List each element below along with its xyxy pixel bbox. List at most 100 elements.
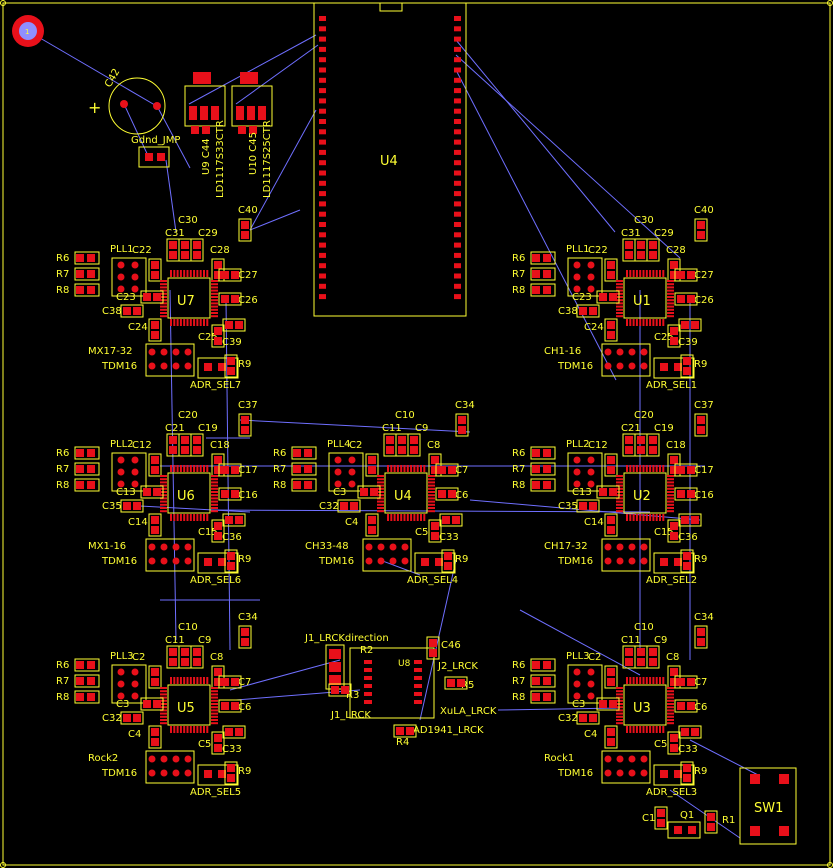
pad — [428, 475, 435, 477]
pad — [628, 755, 636, 763]
pad — [632, 514, 635, 521]
pad — [160, 481, 167, 484]
cap — [646, 433, 660, 457]
pad — [674, 558, 682, 566]
pad — [667, 315, 674, 318]
pad — [160, 510, 167, 513]
cb-label: XuLA_LRCK — [440, 706, 497, 717]
pad — [616, 687, 623, 689]
pad — [319, 139, 326, 145]
pad — [626, 465, 628, 472]
pad — [157, 153, 165, 161]
polarity-mark: + — [88, 98, 101, 117]
pad — [196, 726, 199, 733]
cap-label: C29 — [654, 228, 674, 239]
cap-label: C27 — [238, 270, 258, 281]
pad — [532, 465, 540, 473]
cap — [667, 324, 681, 348]
pad — [639, 465, 642, 472]
tdm-label: TDM16 — [101, 768, 137, 779]
pad — [398, 446, 406, 454]
pad — [428, 507, 435, 509]
res-outline — [74, 446, 100, 460]
cap — [667, 731, 681, 755]
ratsnest-line — [455, 39, 616, 233]
pad — [211, 722, 218, 725]
pad — [206, 514, 209, 521]
pad — [587, 456, 595, 464]
chip-outline — [623, 472, 667, 514]
pad — [655, 677, 658, 684]
pad — [454, 98, 461, 104]
pad — [131, 273, 139, 281]
pad — [573, 680, 581, 688]
res-label: R6 — [56, 660, 69, 671]
pad — [204, 363, 212, 371]
pad — [211, 478, 218, 481]
pad — [607, 738, 615, 746]
pad — [649, 241, 657, 249]
pad — [652, 677, 655, 684]
pad — [172, 362, 180, 370]
pad — [218, 770, 226, 778]
pad — [172, 769, 180, 777]
pad — [183, 677, 186, 684]
pad — [319, 77, 326, 83]
pad — [189, 319, 192, 326]
cap-label: C19 — [198, 423, 218, 434]
pad — [454, 108, 461, 114]
pad — [247, 106, 255, 120]
pad — [117, 273, 125, 281]
pad — [421, 558, 429, 566]
pad — [151, 466, 159, 474]
pll-outline — [111, 664, 147, 704]
cap-label: C39 — [678, 337, 698, 348]
tdm-header-outline — [145, 343, 195, 377]
pad — [319, 191, 326, 197]
pad — [199, 514, 202, 521]
cap — [680, 761, 694, 785]
pad — [151, 668, 159, 676]
cap — [604, 665, 618, 689]
cap — [218, 699, 242, 713]
ratsnest-line — [249, 209, 301, 231]
pad — [655, 270, 658, 277]
pad — [435, 558, 443, 566]
adr-header-outline — [653, 357, 695, 379]
cap-label: C26 — [694, 295, 714, 306]
pad — [151, 738, 159, 746]
cap-label: C35 — [102, 501, 122, 512]
pad — [645, 514, 648, 521]
pad — [649, 270, 652, 277]
pad — [319, 283, 326, 289]
tdm-header-outline — [601, 343, 651, 377]
pad — [319, 294, 326, 300]
pad — [131, 468, 139, 476]
pad — [293, 449, 301, 457]
pad — [319, 67, 326, 73]
pad — [677, 295, 685, 303]
pad — [169, 658, 177, 666]
pad — [76, 270, 84, 278]
cap — [441, 549, 455, 573]
pad — [637, 658, 645, 666]
pad — [319, 108, 326, 114]
pad — [196, 677, 199, 684]
pad — [211, 494, 218, 497]
pad — [169, 251, 177, 259]
pad — [573, 468, 581, 476]
pad — [143, 488, 151, 496]
pad — [319, 16, 326, 21]
pad — [181, 241, 189, 249]
channel-label: CH1-16 — [544, 346, 581, 357]
cap — [667, 519, 681, 543]
pad — [642, 514, 645, 521]
cap — [218, 675, 242, 689]
pad — [632, 465, 635, 472]
pad — [370, 488, 378, 496]
cap-label: C31 — [165, 228, 185, 239]
pad — [214, 744, 222, 752]
cap-label: C28 — [666, 245, 686, 256]
pad — [329, 649, 341, 659]
